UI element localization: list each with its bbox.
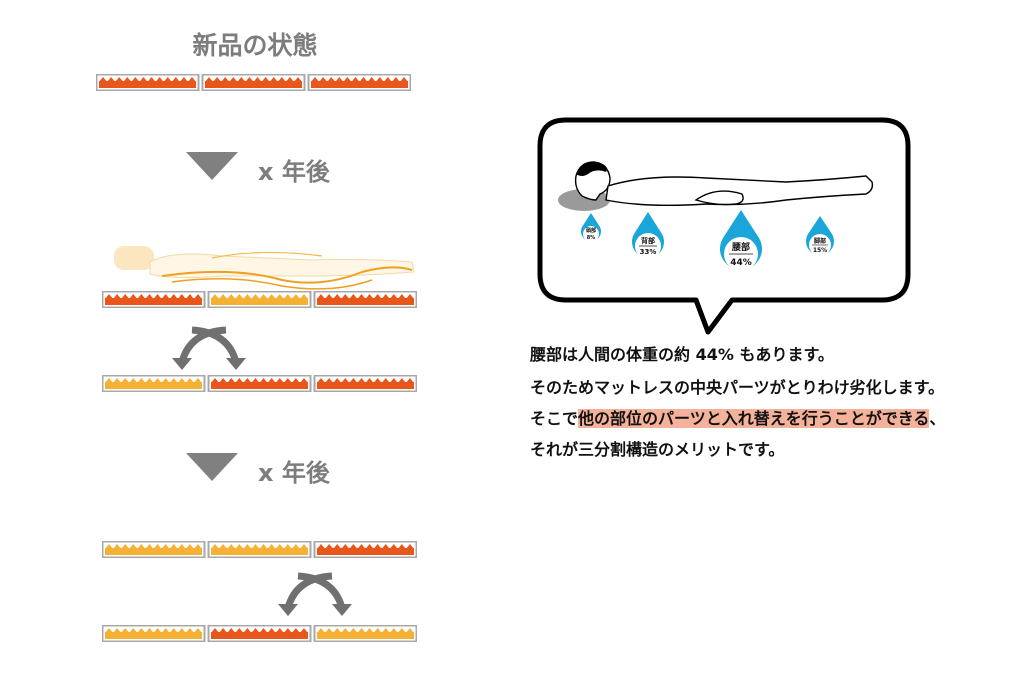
- mattress-swapped-2: [101, 624, 418, 646]
- mattress-segment-worn: [207, 290, 312, 309]
- step-2-arrow: [186, 453, 238, 487]
- mattress-segment-worn: [101, 374, 206, 393]
- mattress-segment-new: [307, 73, 412, 92]
- step-1-label: x 年後: [258, 158, 330, 186]
- mattress-segment-new: [313, 374, 418, 393]
- description-line-4: それが三分割構造のメリットです。: [530, 440, 785, 459]
- mattress-worn: [101, 290, 418, 312]
- swap-arrows-2: [278, 568, 352, 620]
- mattress-segment-worn: [313, 624, 418, 643]
- mattress-segment-new: [207, 374, 312, 393]
- svg-text:腰部: 腰部: [731, 241, 750, 253]
- mattress-segment-new: [201, 73, 306, 92]
- mattress-swapped: [101, 374, 418, 396]
- mattress-segment-new: [95, 73, 200, 92]
- description-line-3-post: 、: [929, 409, 946, 428]
- swap-arrows-icon: [278, 572, 352, 616]
- description-line-1: 腰部は人間の体重の約 44% もあります。: [530, 345, 834, 364]
- mattress-segment-worn: [101, 624, 206, 643]
- mattress-new: [95, 73, 412, 95]
- drop-waist: 腰部 44%: [714, 208, 768, 284]
- svg-text:33%: 33%: [640, 248, 657, 256]
- down-triangle-icon: [186, 152, 238, 180]
- page-title: 新品の状態: [192, 31, 318, 60]
- swap-arrows-icon: [172, 326, 246, 370]
- svg-text:8%: 8%: [587, 235, 596, 241]
- description-line-3-pre: そこで: [530, 409, 579, 428]
- mattress-worn-2: [101, 540, 418, 562]
- mattress-segment-new: [313, 290, 418, 309]
- mattress-segment-worn: [101, 540, 206, 559]
- svg-text:44%: 44%: [730, 258, 752, 268]
- description-line-3: そこで他の部位のパーツと入れ替えを行うことができる、: [530, 405, 945, 429]
- mattress-segment-new: [101, 290, 206, 309]
- svg-text:背部: 背部: [641, 236, 655, 245]
- description-highlight: 他の部位のパーツと入れ替えを行うことができる: [578, 409, 930, 428]
- worn-body-illustration: [112, 236, 422, 304]
- svg-text:脚部: 脚部: [814, 237, 826, 245]
- mattress-segment-worn: [207, 540, 312, 559]
- swap-arrows-1: [172, 322, 246, 374]
- step-1-arrow: [186, 152, 238, 186]
- svg-text:頭部: 頭部: [586, 227, 596, 234]
- drop-head: 頭部 8%: [578, 211, 604, 251]
- svg-text:15%: 15%: [813, 247, 827, 254]
- mattress-segment-new: [313, 540, 418, 559]
- description-line-2: そのためマットレスの中央パーツがとりわけ劣化します。: [530, 378, 945, 397]
- drop-back: 背部 33%: [627, 210, 669, 270]
- drop-legs: 脚部 15%: [802, 214, 838, 266]
- pressure-bubble: [536, 116, 912, 340]
- step-2-label: x 年後: [258, 459, 330, 487]
- mattress-segment-new: [207, 624, 312, 643]
